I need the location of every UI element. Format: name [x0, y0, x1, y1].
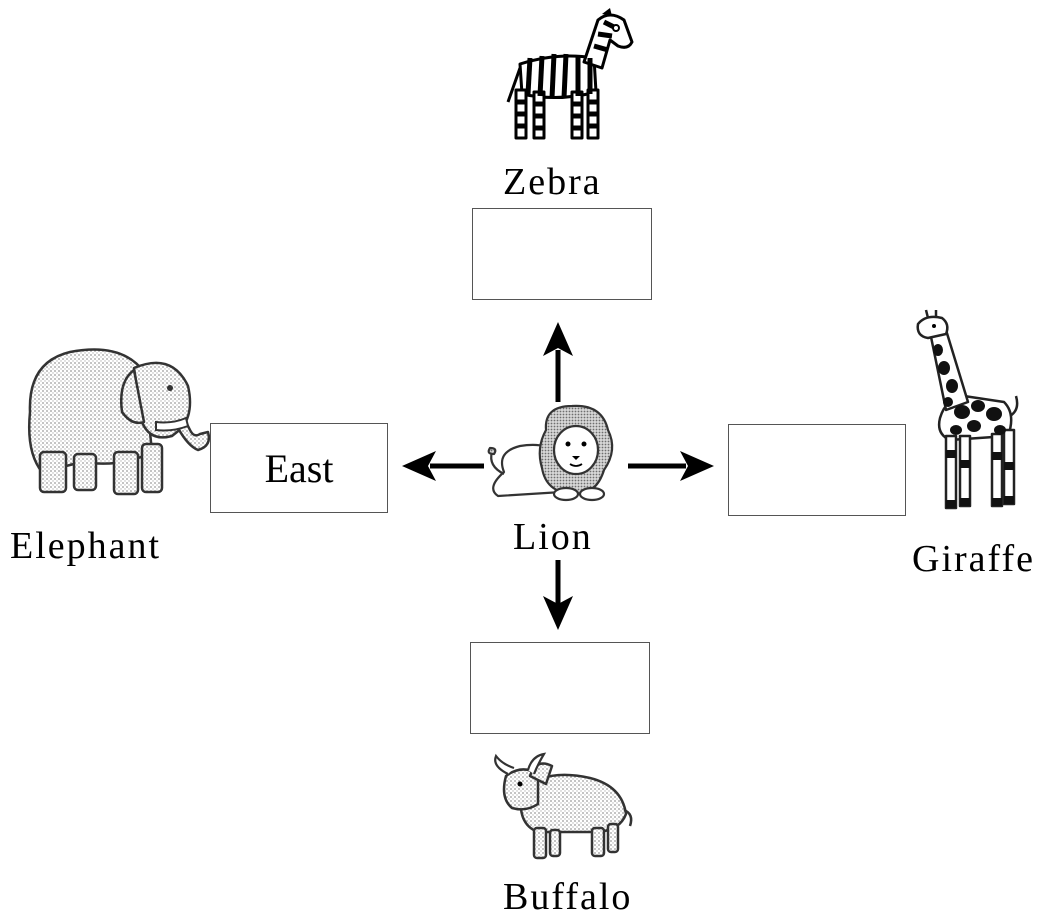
arrow-north: [543, 322, 573, 402]
label-zebra: Zebra: [503, 161, 602, 203]
label-lion: Lion: [513, 516, 593, 558]
zebra-icon: [506, 8, 634, 140]
arrow-east: [628, 451, 714, 481]
answer-box-east[interactable]: [728, 424, 906, 516]
buffalo-icon: [494, 752, 633, 860]
label-elephant: Elephant: [10, 525, 162, 567]
arrow-west: [402, 451, 484, 481]
label-buffalo: Buffalo: [503, 876, 633, 918]
answer-box-north[interactable]: [472, 208, 652, 300]
lion-icon: [487, 404, 614, 502]
elephant-icon: [27, 348, 211, 496]
giraffe-icon: [916, 309, 1019, 510]
answer-box-west[interactable]: East: [210, 423, 388, 513]
label-giraffe: Giraffe: [912, 538, 1036, 580]
arrow-south: [543, 560, 573, 630]
answer-box-south[interactable]: [470, 642, 650, 734]
